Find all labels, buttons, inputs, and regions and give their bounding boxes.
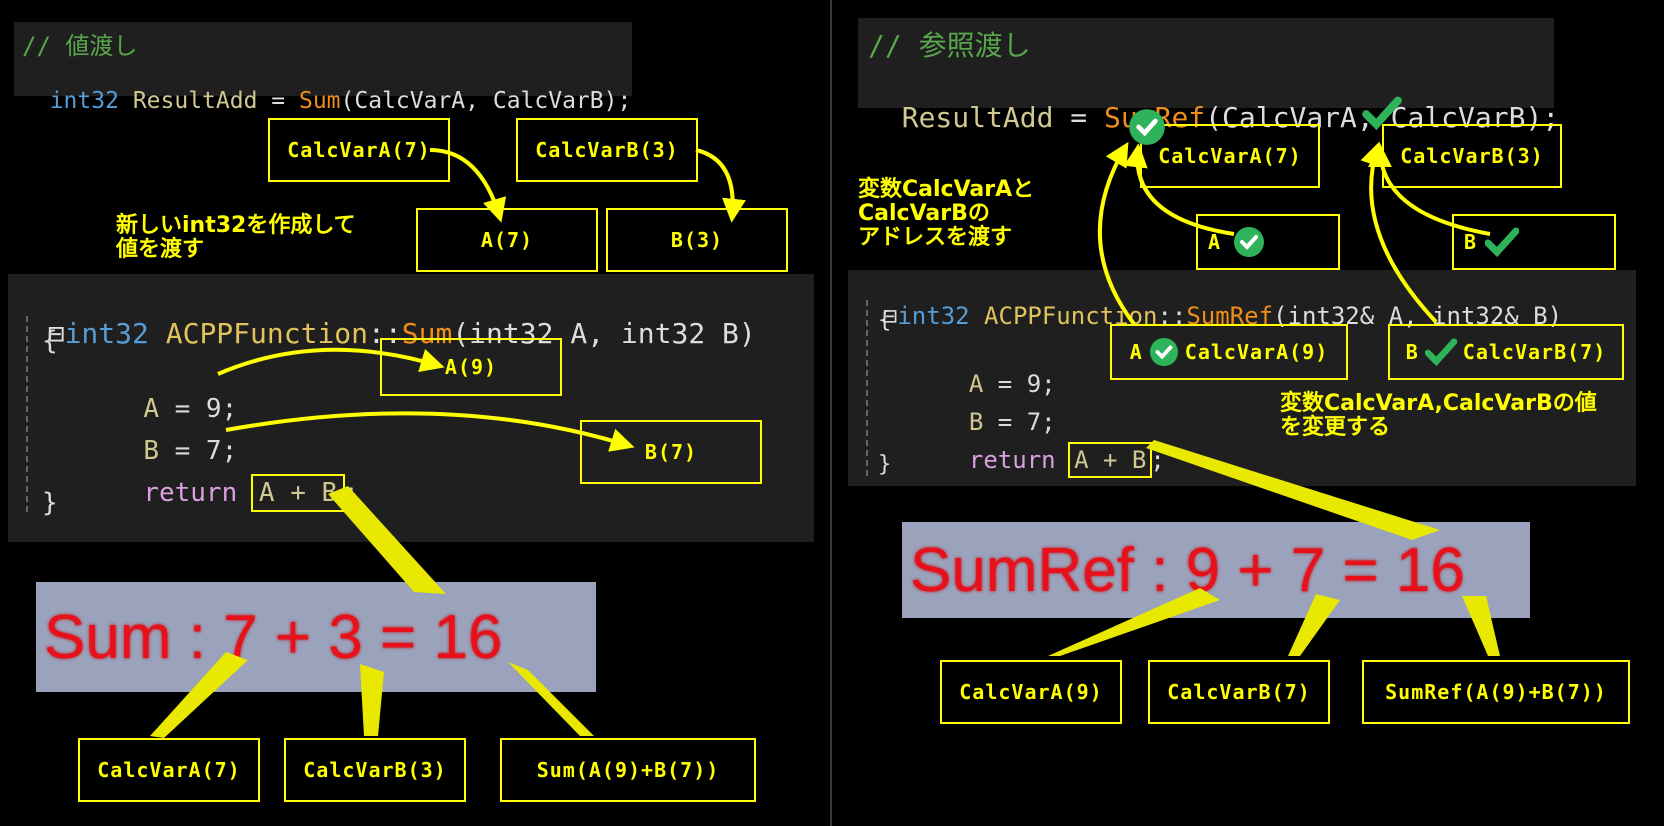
right-call-comment: // 参照渡し [868, 29, 1031, 62]
left-box-param-b: B(3) [606, 208, 788, 272]
left-note: 新しいint32を作成して 値を渡す [116, 214, 356, 262]
check-mark-icon [1424, 338, 1457, 366]
right-line-return: return A + B; [940, 418, 1165, 478]
right-return-expr: A + B [1068, 442, 1153, 478]
right-box-b-changed: B CalcVarB(7) [1388, 324, 1624, 380]
left-call-statement: int32 ResultAdd = Sum(CalcVarA, CalcVarB… [22, 62, 632, 114]
left-note-line1: 新しいint32を作成して [116, 213, 356, 238]
right-line-a-var: A [968, 370, 984, 398]
left-bottom-box-a: CalcVarA(7) [78, 738, 260, 802]
left-call-var: ResultAdd [132, 88, 258, 114]
left-brace-guide [26, 316, 28, 512]
left-line-return: return A + B; [112, 448, 359, 512]
right-note-top-line1: 変数CalcVarAと [858, 177, 1035, 202]
left-call-func: Sum [298, 88, 341, 114]
right-param-a-label: A [1208, 230, 1222, 254]
check-mark-icon [1362, 96, 1402, 130]
left-call-type: int32 [49, 88, 119, 114]
left-return-expr: A + B [250, 474, 346, 512]
right-note-mid-line1: 変数CalcVarA,CalcVarBの値 [1280, 391, 1597, 416]
right-line-b-rest: = 7; [983, 408, 1056, 436]
left-sig-type: int32 [64, 317, 149, 350]
left-call-code-panel [14, 22, 632, 96]
left-line-a-var: A [143, 394, 159, 424]
right-note-top-line3: アドレスを渡す [858, 225, 1013, 250]
check-mark-icon [1485, 227, 1520, 257]
right-func-signature: ⊟int32 ACPPFunction::SumRef(int32& A, in… [854, 274, 1562, 330]
right-call-eq: = [1053, 101, 1105, 134]
check-circle-icon [1149, 337, 1178, 367]
left-box-calcvarb: CalcVarB(3) [516, 118, 698, 182]
right-box-calcvara: CalcVarA(7) [1140, 124, 1320, 188]
right-brace-guide [866, 300, 868, 476]
left-return-keyword: return [143, 478, 238, 508]
right-line-a: A = 9; [940, 342, 1056, 398]
right-box-param-b: B [1452, 214, 1616, 270]
left-box-b7: B(7) [580, 420, 762, 484]
left-line-b: B = 7; [112, 406, 237, 466]
left-note-line2: 値を渡す [116, 237, 205, 262]
left-call-comment: // 値渡し [22, 32, 138, 60]
right-bottom-box-b: CalcVarB(7) [1148, 660, 1330, 724]
right-box-a-changed: A CalcVarA(9) [1110, 324, 1348, 380]
left-call-args: (CalcVarA, CalcVarB); [340, 88, 632, 114]
right-box-param-a: A [1196, 214, 1340, 270]
right-line-b-var: B [968, 408, 984, 436]
right-call-var: ResultAdd [901, 101, 1054, 134]
right-bottom-box-sum: SumRef(A(9)+B(7)) [1362, 660, 1630, 724]
right-note-mid-line2: を変更する [1280, 415, 1391, 440]
right-open-brace: { [878, 308, 892, 333]
left-sig-params: (int32 A, int32 B) [452, 317, 756, 350]
right-b-changed-value: CalcVarB(7) [1462, 340, 1607, 364]
check-circle-icon [1234, 227, 1265, 257]
left-box-a9: A(9) [380, 338, 562, 396]
left-func-signature: ⊟int32 ACPPFunction::Sum(int32 A, int32 … [14, 284, 756, 350]
left-bottom-box-sum: Sum(A(9)+B(7)) [500, 738, 756, 802]
left-box-calcvara: CalcVarA(7) [268, 118, 450, 182]
left-sig-class: ACPPFunction [148, 317, 369, 350]
left-result-display: Sum : 7 + 3 = 16 [36, 582, 596, 692]
right-call-args: (CalcVarA, CalcVarB); [1205, 101, 1560, 134]
right-line-b: B = 7; [940, 380, 1056, 436]
right-sig-type: int32 [897, 302, 970, 330]
left-call-eq: = [257, 88, 299, 114]
left-line-b-var: B [143, 436, 159, 466]
right-bottom-box-a: CalcVarA(9) [940, 660, 1122, 724]
right-call-statement: ResultAdd = SumRef(CalcVarA, CalcVarB); [868, 68, 1559, 134]
left-sig-sep: :: [368, 317, 402, 350]
right-return-end: ; [1150, 446, 1165, 474]
left-collapse-icon[interactable]: ⊟ [47, 317, 65, 350]
left-close-brace: } [42, 488, 58, 518]
right-line-a-rest: = 9; [983, 370, 1056, 398]
right-a-changed-value: CalcVarA(9) [1184, 340, 1329, 364]
right-collapse-icon[interactable]: ⊟ [882, 302, 898, 330]
right-param-b-label: B [1464, 230, 1478, 254]
right-close-brace: } [878, 452, 892, 477]
right-note-top-line2: CalcVarBの [858, 201, 990, 226]
right-note-top: 変数CalcVarAと CalcVarBの アドレスを渡す [858, 178, 1034, 250]
check-circle-icon [1129, 109, 1165, 145]
left-box-param-a: A(7) [416, 208, 598, 272]
right-b-changed-label: B [1405, 340, 1419, 364]
right-a-changed-label: A [1129, 340, 1143, 364]
right-return-keyword: return [968, 446, 1056, 474]
right-note-mid: 変数CalcVarA,CalcVarBの値 を変更する [1280, 392, 1597, 440]
left-open-brace: { [42, 326, 58, 356]
right-call-code-panel [858, 18, 1554, 108]
right-result-display: SumRef : 9 + 7 = 16 [902, 522, 1530, 618]
left-bottom-box-b: CalcVarB(3) [284, 738, 466, 802]
left-return-end: ; [343, 478, 359, 508]
left-sig-func: Sum [401, 317, 453, 350]
panel-divider [830, 0, 832, 826]
right-box-calcvarb: CalcVarB(3) [1382, 124, 1562, 188]
